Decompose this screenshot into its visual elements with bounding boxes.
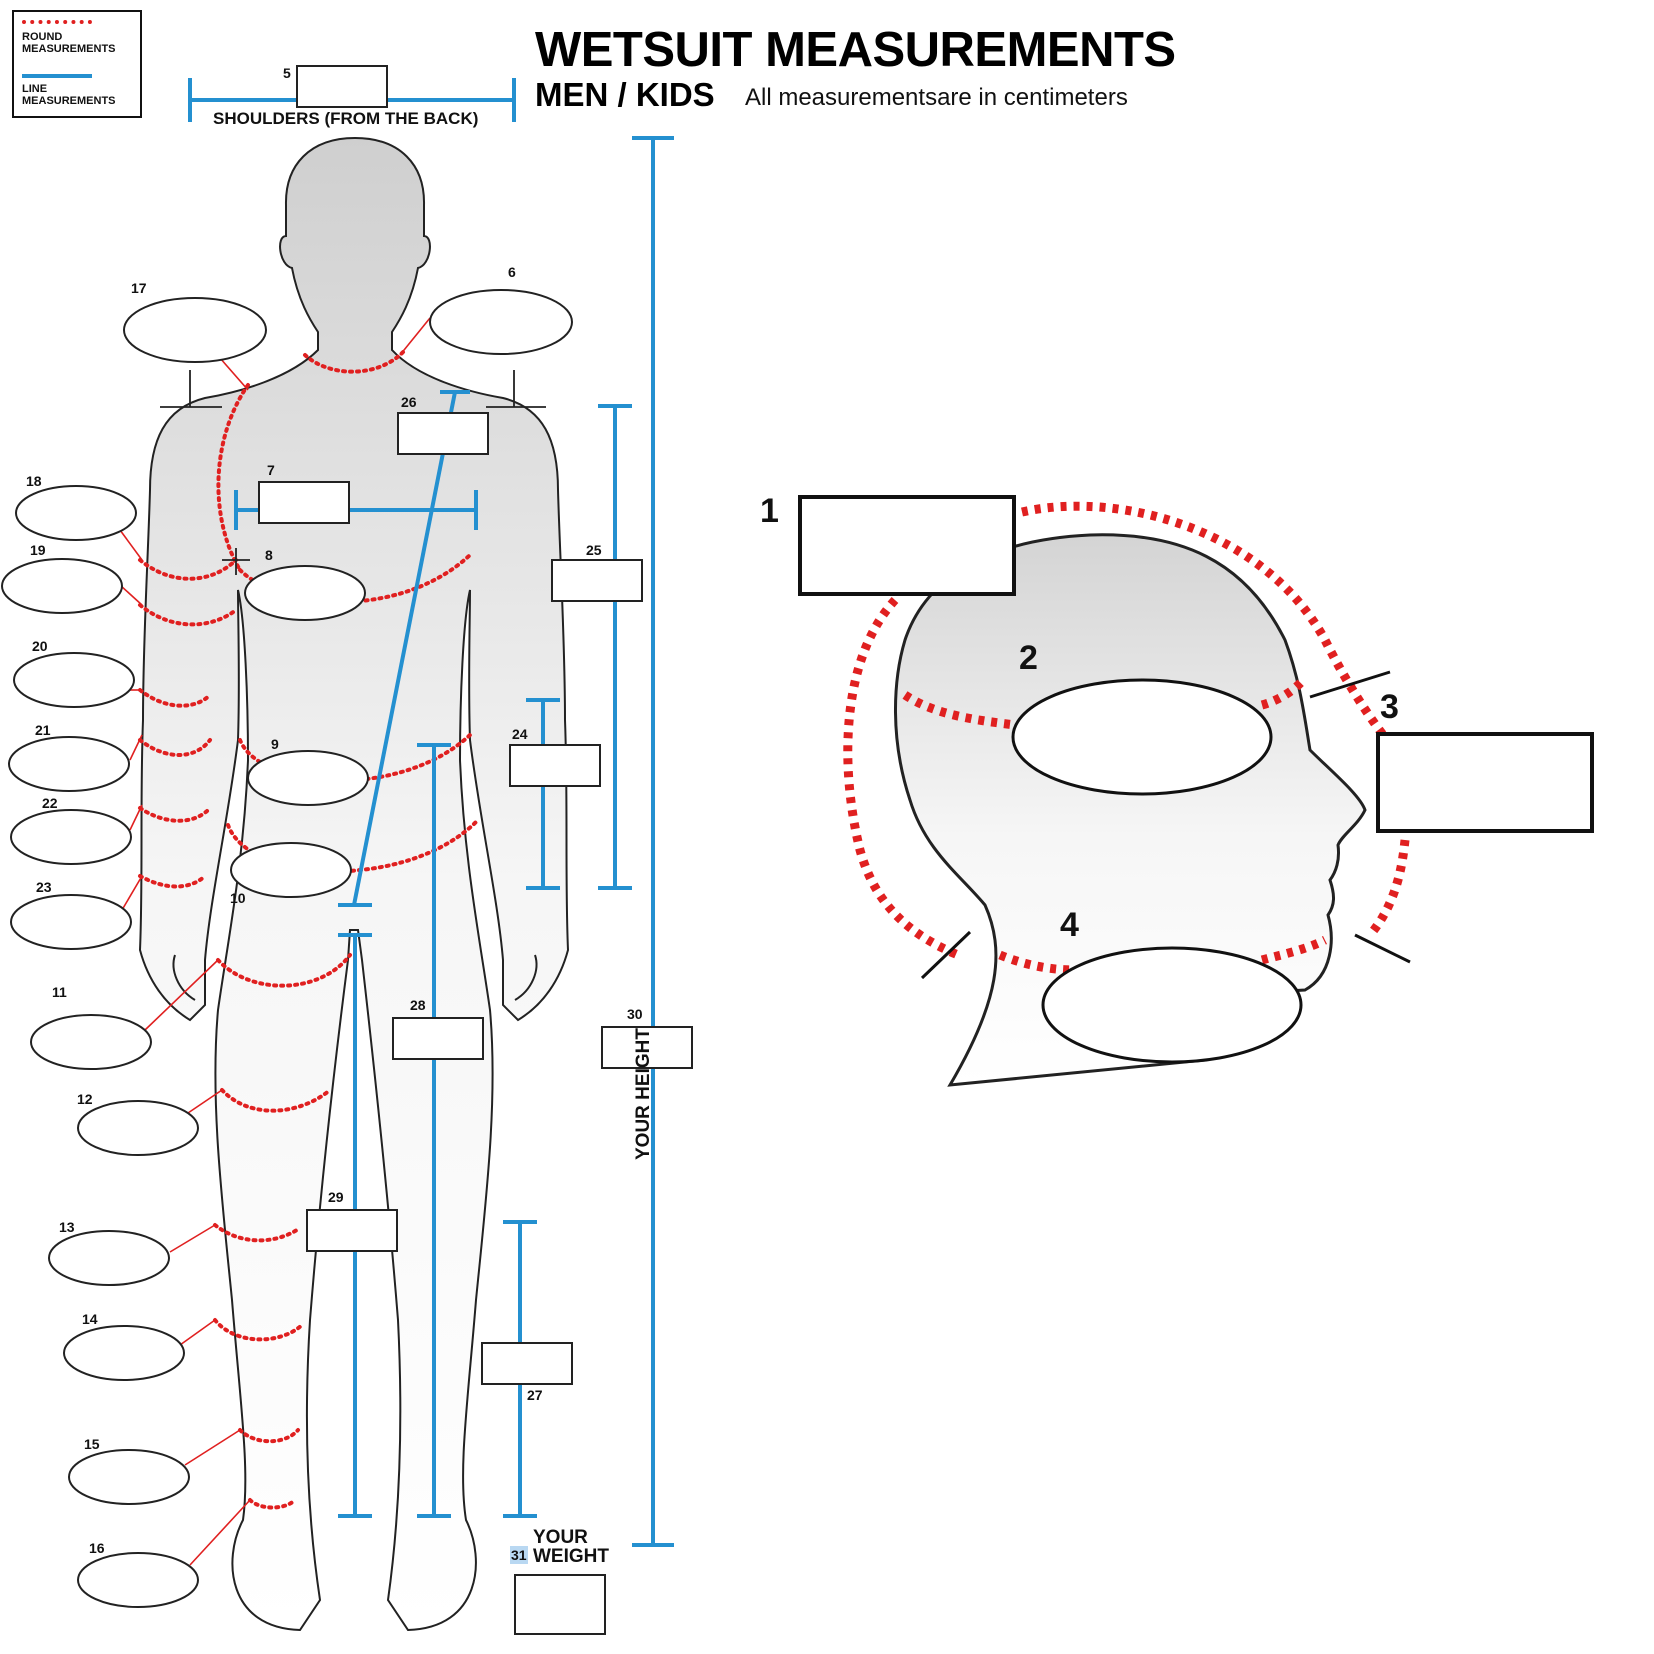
height-label: YOUR HEIGHT <box>633 1028 654 1160</box>
line-measure-lines <box>188 78 674 1547</box>
field-21-oval[interactable] <box>8 736 130 792</box>
field-17-oval[interactable] <box>123 297 267 363</box>
legend-line-swatch <box>22 74 92 78</box>
field-27-number: 27 <box>527 1387 543 1403</box>
field-29-number: 29 <box>328 1189 344 1205</box>
field-19-number: 19 <box>30 542 46 558</box>
field-12-oval[interactable] <box>77 1100 199 1156</box>
field-14-oval[interactable] <box>63 1325 185 1381</box>
field-29-box[interactable] <box>306 1209 398 1252</box>
field-19-oval[interactable] <box>1 558 123 614</box>
weight-label: YOUR WEIGHT <box>533 1527 609 1568</box>
field-20-number: 20 <box>32 638 48 654</box>
field-24-box[interactable] <box>509 744 601 787</box>
units-note: All measurementsare in centimeters <box>745 84 1128 111</box>
field-24-number: 24 <box>512 726 528 742</box>
field-7-number: 7 <box>267 462 275 478</box>
round-fields <box>1 289 573 1608</box>
field-25-number: 25 <box>586 542 602 558</box>
field-22-oval[interactable] <box>10 809 132 865</box>
field-15-oval[interactable] <box>68 1449 190 1505</box>
shoulders-label: SHOULDERS (FROM THE BACK) <box>213 109 479 128</box>
field-3-box[interactable] <box>1376 732 1594 833</box>
head-tick-lines <box>920 670 1411 980</box>
field-18-oval[interactable] <box>15 485 137 541</box>
field-1-box[interactable] <box>798 495 1016 596</box>
field-16-oval[interactable] <box>77 1552 199 1608</box>
field-13-number: 13 <box>59 1219 75 1235</box>
leader-lines <box>119 317 431 1566</box>
field-5-number: 5 <box>283 65 291 81</box>
field-23-oval[interactable] <box>10 894 132 950</box>
field-3-number: 3 <box>1380 688 1399 726</box>
field-14-number: 14 <box>82 1311 98 1327</box>
field-30-box[interactable] <box>601 1026 693 1069</box>
field-11-oval[interactable] <box>30 1014 152 1070</box>
field-8-oval[interactable] <box>244 565 366 621</box>
field-9-number: 9 <box>271 736 279 752</box>
field-9-oval[interactable] <box>247 750 369 806</box>
field-2-number: 2 <box>1019 639 1038 677</box>
field-28-number: 28 <box>410 997 426 1013</box>
field-4-number: 4 <box>1060 906 1079 944</box>
field-31-box[interactable] <box>514 1574 606 1635</box>
legend-line-label: LINE MEASUREMENTS <box>22 83 116 107</box>
field-13-oval[interactable] <box>48 1230 170 1286</box>
field-27-box[interactable] <box>481 1342 573 1385</box>
field-7-box[interactable] <box>258 481 350 524</box>
field-6-oval[interactable] <box>429 289 573 355</box>
shoulder-markers <box>160 370 546 575</box>
legend-round-swatch <box>22 20 92 24</box>
field-16-number: 16 <box>89 1540 105 1556</box>
legend: ROUND MEASUREMENTS LINE MEASUREMENTS <box>12 10 142 118</box>
field-8-number: 8 <box>265 547 273 563</box>
field-10-oval[interactable] <box>230 842 352 898</box>
field-23-number: 23 <box>36 879 52 895</box>
field-1-number: 1 <box>760 492 779 530</box>
field-21-number: 21 <box>35 722 51 738</box>
legend-round-label: ROUND MEASUREMENTS <box>22 31 116 55</box>
field-6-number: 6 <box>508 264 516 280</box>
field-11-number: 11 <box>52 984 67 1000</box>
field-12-number: 12 <box>77 1091 93 1107</box>
field-5-box[interactable] <box>296 65 388 108</box>
head-round-fields <box>1011 678 1303 1064</box>
field-4-oval[interactable] <box>1041 946 1303 1064</box>
field-2-oval[interactable] <box>1011 678 1273 796</box>
field-31-number: 31 <box>510 1546 528 1564</box>
field-25-box[interactable] <box>551 559 643 602</box>
page-subtitle: MEN / KIDS <box>535 76 715 113</box>
field-28-box[interactable] <box>392 1017 484 1060</box>
head-line-fields <box>798 495 1594 833</box>
field-30-number: 30 <box>627 1006 643 1022</box>
field-22-number: 22 <box>42 795 58 811</box>
field-10-number: 10 <box>230 890 246 906</box>
page-title: WETSUIT MEASUREMENTS <box>535 23 1176 77</box>
head-profile <box>894 533 1367 1087</box>
field-18-number: 18 <box>26 473 42 489</box>
field-15-number: 15 <box>84 1436 100 1452</box>
field-26-number: 26 <box>401 394 417 410</box>
line-fields <box>258 65 693 1635</box>
field-26-box[interactable] <box>397 412 489 455</box>
field-17-number: 17 <box>131 280 147 296</box>
field-20-oval[interactable] <box>13 652 135 708</box>
